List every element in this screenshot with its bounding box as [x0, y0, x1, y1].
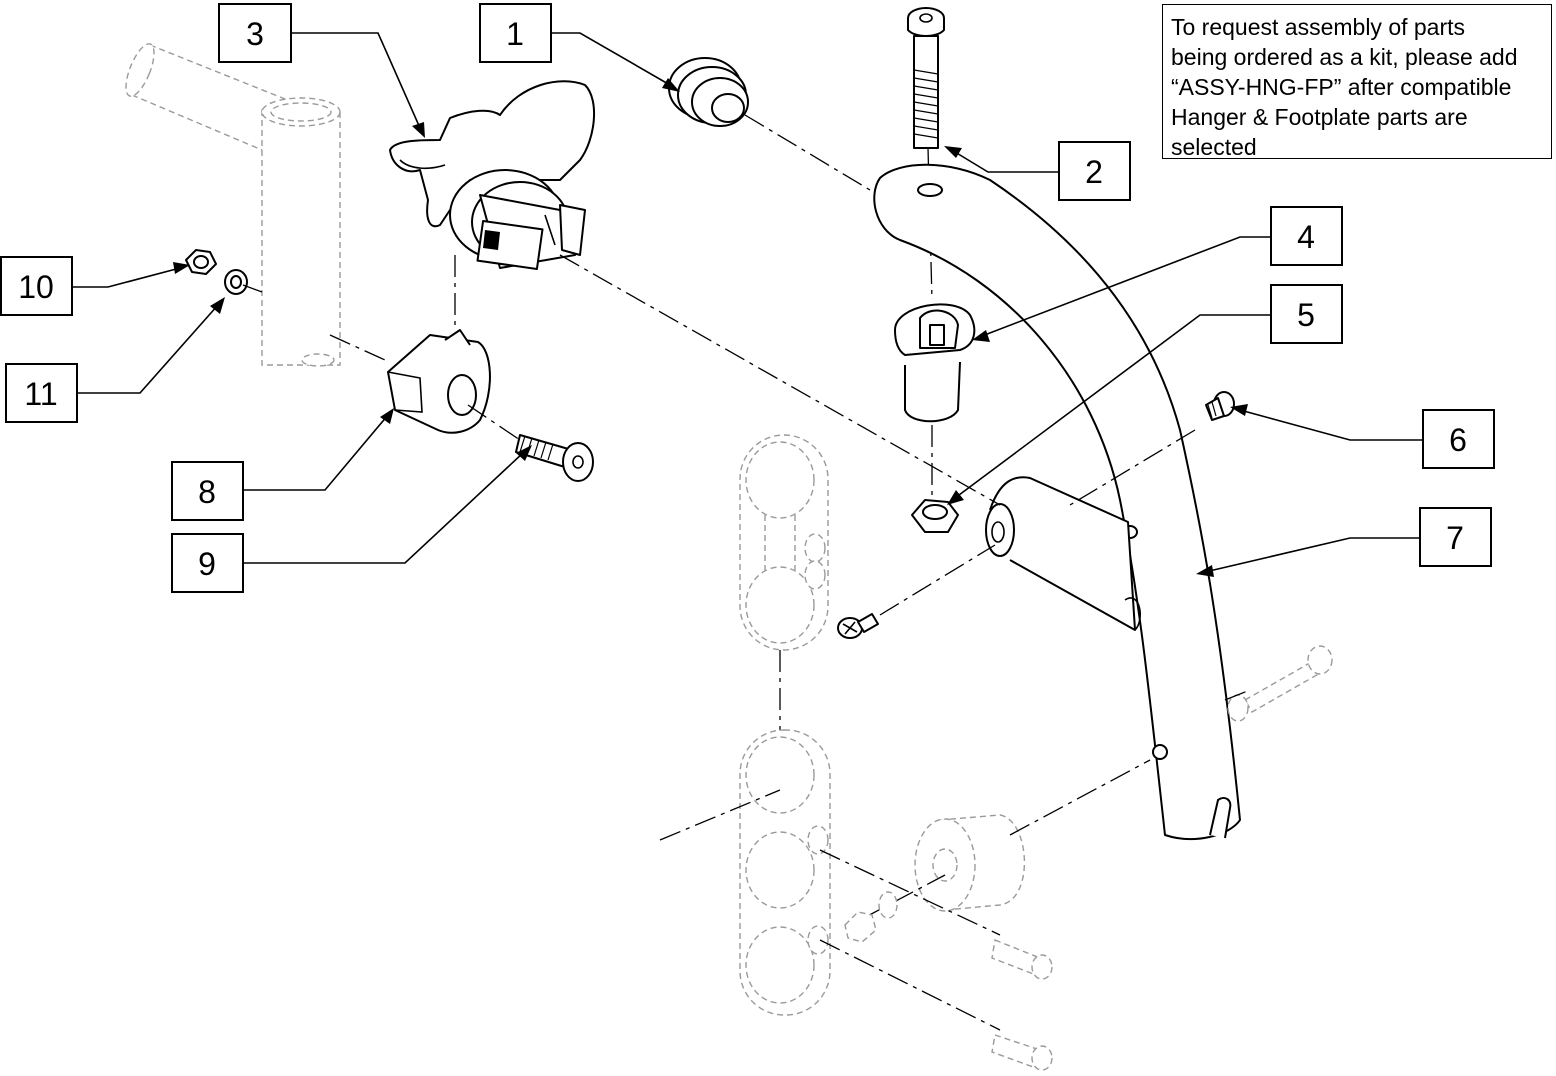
- flathead-screw: [837, 613, 879, 639]
- note-line: To request assembly of parts: [1171, 14, 1466, 40]
- leader-lines: [72, 32, 1422, 577]
- callout-5: 5: [1270, 284, 1343, 344]
- hanger-tube-7: [873, 163, 1241, 841]
- hardware-ghost: [844, 645, 1333, 1071]
- clamp-block-8: [387, 329, 491, 434]
- latch-handle-3: [389, 80, 596, 270]
- callout-1: 1: [479, 3, 552, 63]
- note-line: being ordered as a kit, please add: [1171, 44, 1518, 70]
- frame-tube-ghost: [125, 43, 341, 367]
- svg-text:11: 11: [24, 376, 57, 412]
- svg-text:4: 4: [1297, 219, 1315, 255]
- callout-6: 6: [1422, 409, 1495, 469]
- svg-text:7: 7: [1446, 520, 1464, 556]
- screw-6: [1205, 391, 1235, 421]
- callout-9: 9: [171, 533, 244, 593]
- note-line: selected: [1171, 134, 1257, 160]
- svg-text:5: 5: [1297, 297, 1315, 333]
- cup-insert-4: [894, 303, 976, 423]
- footplate-bracket-ghost-lower: [739, 729, 831, 1016]
- hex-nut-10: [185, 249, 217, 275]
- note-line: “ASSY-HNG-FP” after compatible: [1171, 74, 1512, 100]
- hex-nut-5: [911, 499, 959, 533]
- svg-text:3: 3: [246, 16, 264, 52]
- svg-text:1: 1: [506, 16, 524, 52]
- callout-8: 8: [171, 461, 244, 521]
- svg-text:6: 6: [1449, 422, 1467, 458]
- svg-text:9: 9: [198, 546, 216, 582]
- roller-ghost: [914, 814, 1026, 912]
- svg-text:2: 2: [1085, 154, 1103, 190]
- callout-7: 7: [1419, 507, 1492, 567]
- callout-4: 4: [1270, 206, 1343, 266]
- note-line: Hanger & Footplate parts are: [1171, 104, 1468, 130]
- assembly-note: To request assembly of parts being order…: [1162, 4, 1552, 160]
- footplate-bracket-ghost-upper: [739, 434, 829, 651]
- end-plug-1: [668, 57, 749, 127]
- svg-text:8: 8: [198, 474, 216, 510]
- bolt-2: [907, 7, 945, 149]
- callout-11: 11: [5, 363, 78, 423]
- callout-3: 3: [218, 3, 292, 63]
- svg-text:10: 10: [18, 269, 54, 305]
- callout-10: 10: [0, 256, 73, 316]
- callout-2: 2: [1058, 141, 1131, 201]
- washer-11: [224, 269, 248, 295]
- bolt-9: [515, 434, 594, 482]
